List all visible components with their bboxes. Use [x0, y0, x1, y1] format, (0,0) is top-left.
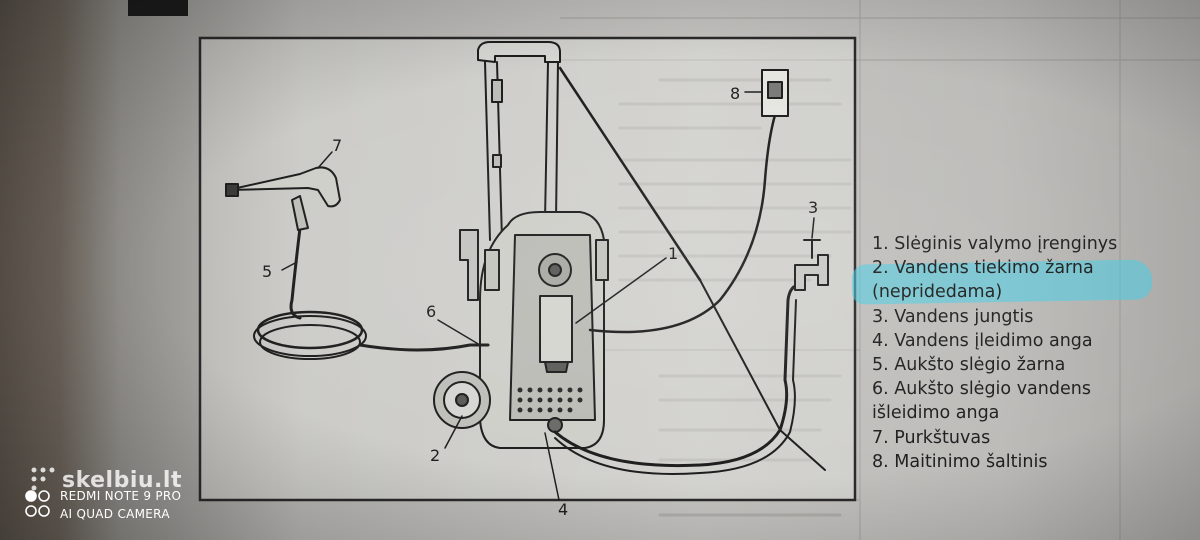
callout-3: 3 [808, 198, 819, 217]
side-holder [459, 229, 479, 301]
hose-coil [256, 310, 364, 350]
legend-item-2: 2. Vandens tiekimo žarna [872, 258, 1094, 279]
callout-5: 5 [262, 262, 273, 281]
camera-logo-icon [25, 490, 50, 517]
skelbiu-logo-icon [31, 467, 55, 491]
legend-item-4: 4. Vandens įleidimo anga [872, 330, 1093, 351]
callout-2: 2 [430, 446, 441, 465]
callout-8: 8 [730, 84, 741, 103]
legend-item-5: 5. Aukšto slėgio žarna [872, 355, 1066, 376]
legend-item-7: 7. Purkštuvas [872, 427, 991, 448]
callout-1: 1 [668, 244, 679, 263]
spray-gun [227, 166, 341, 208]
callout-6: 6 [426, 302, 437, 321]
legend-item-8: 8. Maitinimo šaltinis [872, 451, 1048, 472]
supply-hose [553, 283, 802, 468]
legend-item-1: 1. Slėginis valymo įrenginys [872, 234, 1118, 254]
handle-grip [477, 41, 561, 63]
legend-item-6: 6. Aukšto slėgio vandens [872, 379, 1091, 400]
handle-right-bar [544, 61, 549, 221]
high-pressure-hose [289, 226, 302, 320]
water-inlet [547, 417, 563, 433]
watermark-site: skelbiu.lt [62, 468, 182, 493]
legend-item-3: 3. Vandens jungtis [872, 306, 1034, 327]
cord-diagonal [558, 66, 702, 282]
background-table-lines [560, 0, 1200, 540]
water-tap [794, 254, 829, 291]
legend-item-6-cont: išleidimo anga [872, 403, 1000, 424]
vent-holes [517, 387, 583, 413]
callout-7: 7 [332, 136, 343, 155]
handle-left-bar [484, 61, 491, 241]
power-cord [588, 113, 777, 334]
camera-type-text: AI QUAD CAMERA [60, 507, 170, 521]
callout-4: 4 [558, 500, 569, 519]
camera-model-text: REDMI NOTE 9 PRO [60, 489, 182, 503]
front-panel [539, 295, 573, 363]
page-corner-tab [128, 0, 188, 16]
legend-item-2-note: (nepridedama) [872, 282, 1003, 303]
parts-legend: 1. Slėginis valymo įrenginys 2. Vandens … [872, 232, 1172, 474]
